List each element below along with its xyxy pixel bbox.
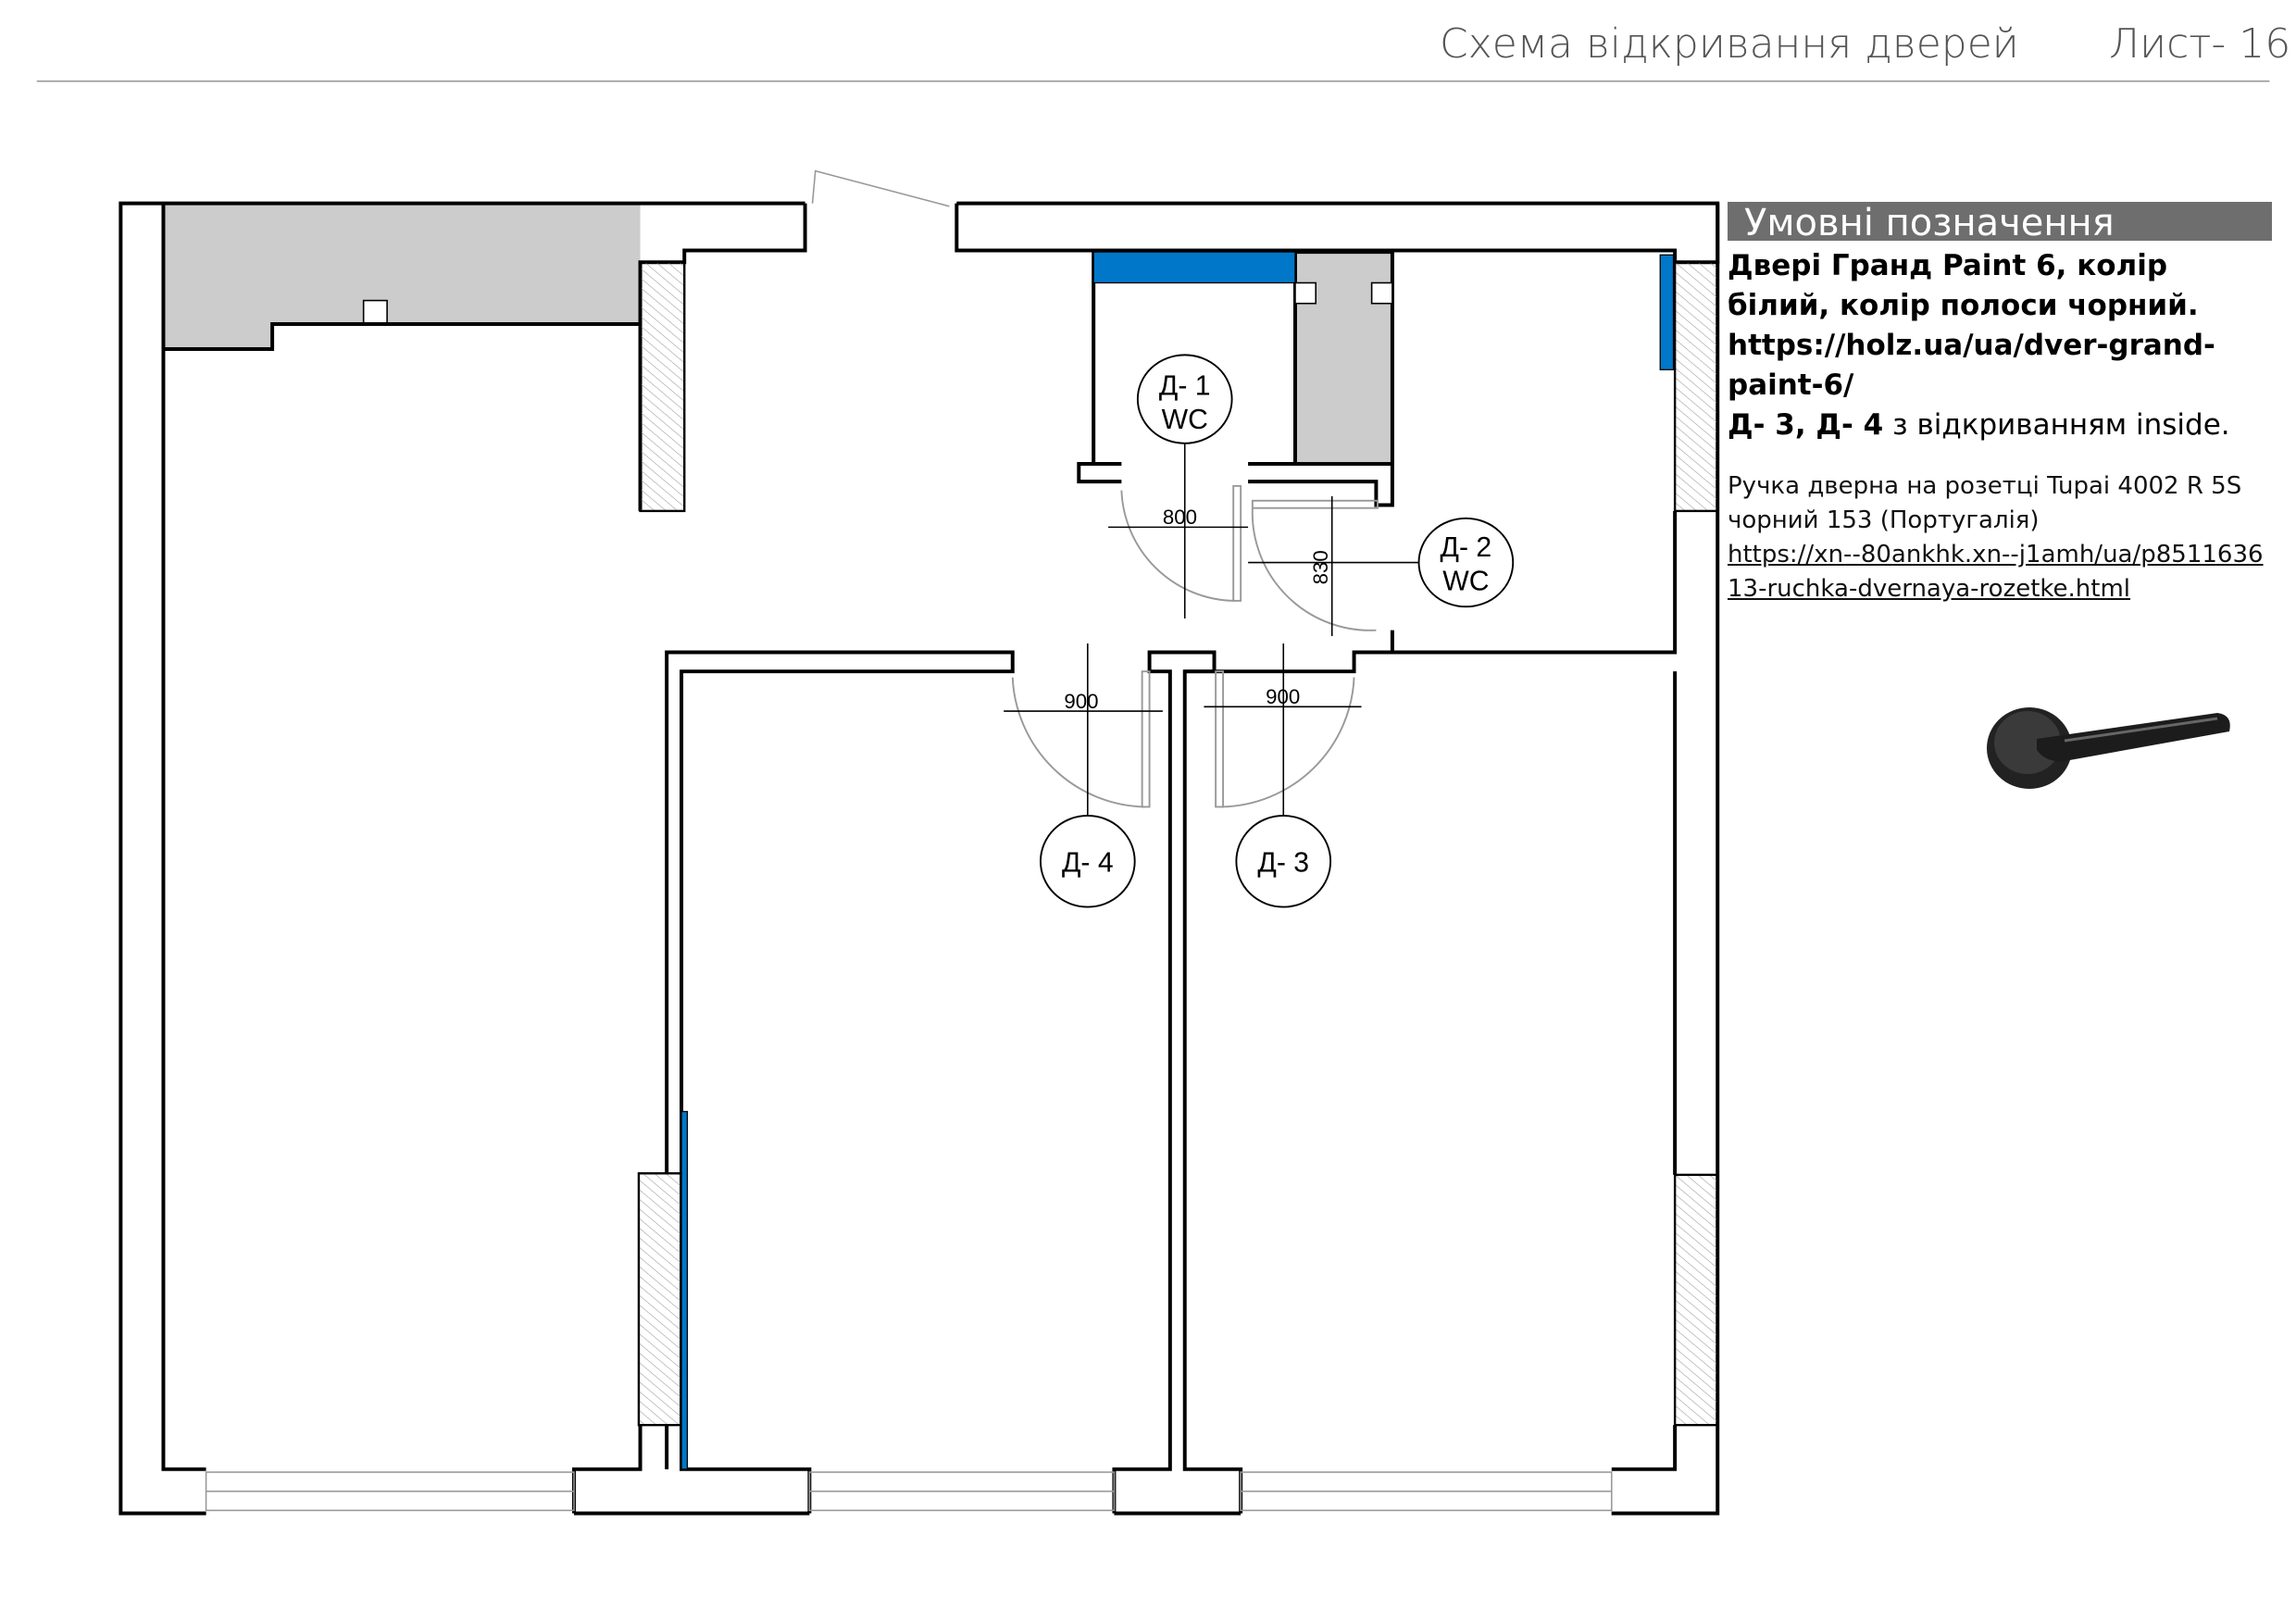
door-tag-d1: Д- 1 [1159, 370, 1211, 401]
door-tags [1039, 354, 1515, 908]
door-tag-d4: Д- 4 [1062, 847, 1114, 878]
door-tag-d1-room: WC [1162, 405, 1208, 435]
column [1673, 1173, 1719, 1427]
dim-d3: 900 [1266, 685, 1300, 708]
dim-d4: 900 [1064, 690, 1098, 713]
sheet-number: Лист- 16 [2109, 20, 2291, 68]
handle-desc-text: Ручка дверна на розетці Tupai 4002 R 5S … [1728, 472, 2242, 534]
door-swings [1011, 484, 1379, 808]
legend-title: Умовні позначення [1728, 202, 2272, 244]
handle-link[interactable]: https://xn--80ankhk.xn--j1amh/ua/p851163… [1728, 541, 2264, 603]
blue-strip [1092, 251, 1296, 284]
dimensions [1004, 442, 1421, 816]
column [1673, 261, 1719, 513]
door-tag-d2-room: WC [1442, 567, 1489, 597]
column [637, 1172, 683, 1427]
handle-description: Ручка дверна на розетці Tupai 4002 R 5S … [1728, 469, 2272, 606]
legend: Умовні позначення Двері Гранд Paint 6, к… [1728, 202, 2272, 606]
column [639, 261, 686, 513]
door-link[interactable]: https://holz.ua/ua/dver-grand-paint-6/ [1728, 329, 2215, 402]
sheet-title: Схема відкривання дверей [1440, 20, 2019, 68]
door-handle-image [1987, 707, 2230, 789]
walls [119, 201, 1720, 1516]
door-description: Двері Гранд Paint 6, колір білий, колір … [1728, 246, 2272, 445]
blue-strip [680, 1110, 689, 1470]
door-tag-d2: Д- 2 [1441, 532, 1492, 563]
door-desc-text: Двері Гранд Paint 6, колір білий, колір … [1728, 249, 2199, 322]
opening-note: Д- 3, Д- 4 з відкриванням inside. [1728, 406, 2272, 445]
dim-d2: 830 [1309, 550, 1332, 584]
blue-strip [1659, 254, 1675, 370]
windows [205, 169, 1613, 1512]
dim-d1: 800 [1163, 506, 1197, 529]
door-tag-d3: Д- 3 [1257, 847, 1309, 878]
opening-doors: Д- 3, Д- 4 [1728, 408, 1884, 442]
opening-text: з відкриванням inside. [1883, 408, 2230, 442]
